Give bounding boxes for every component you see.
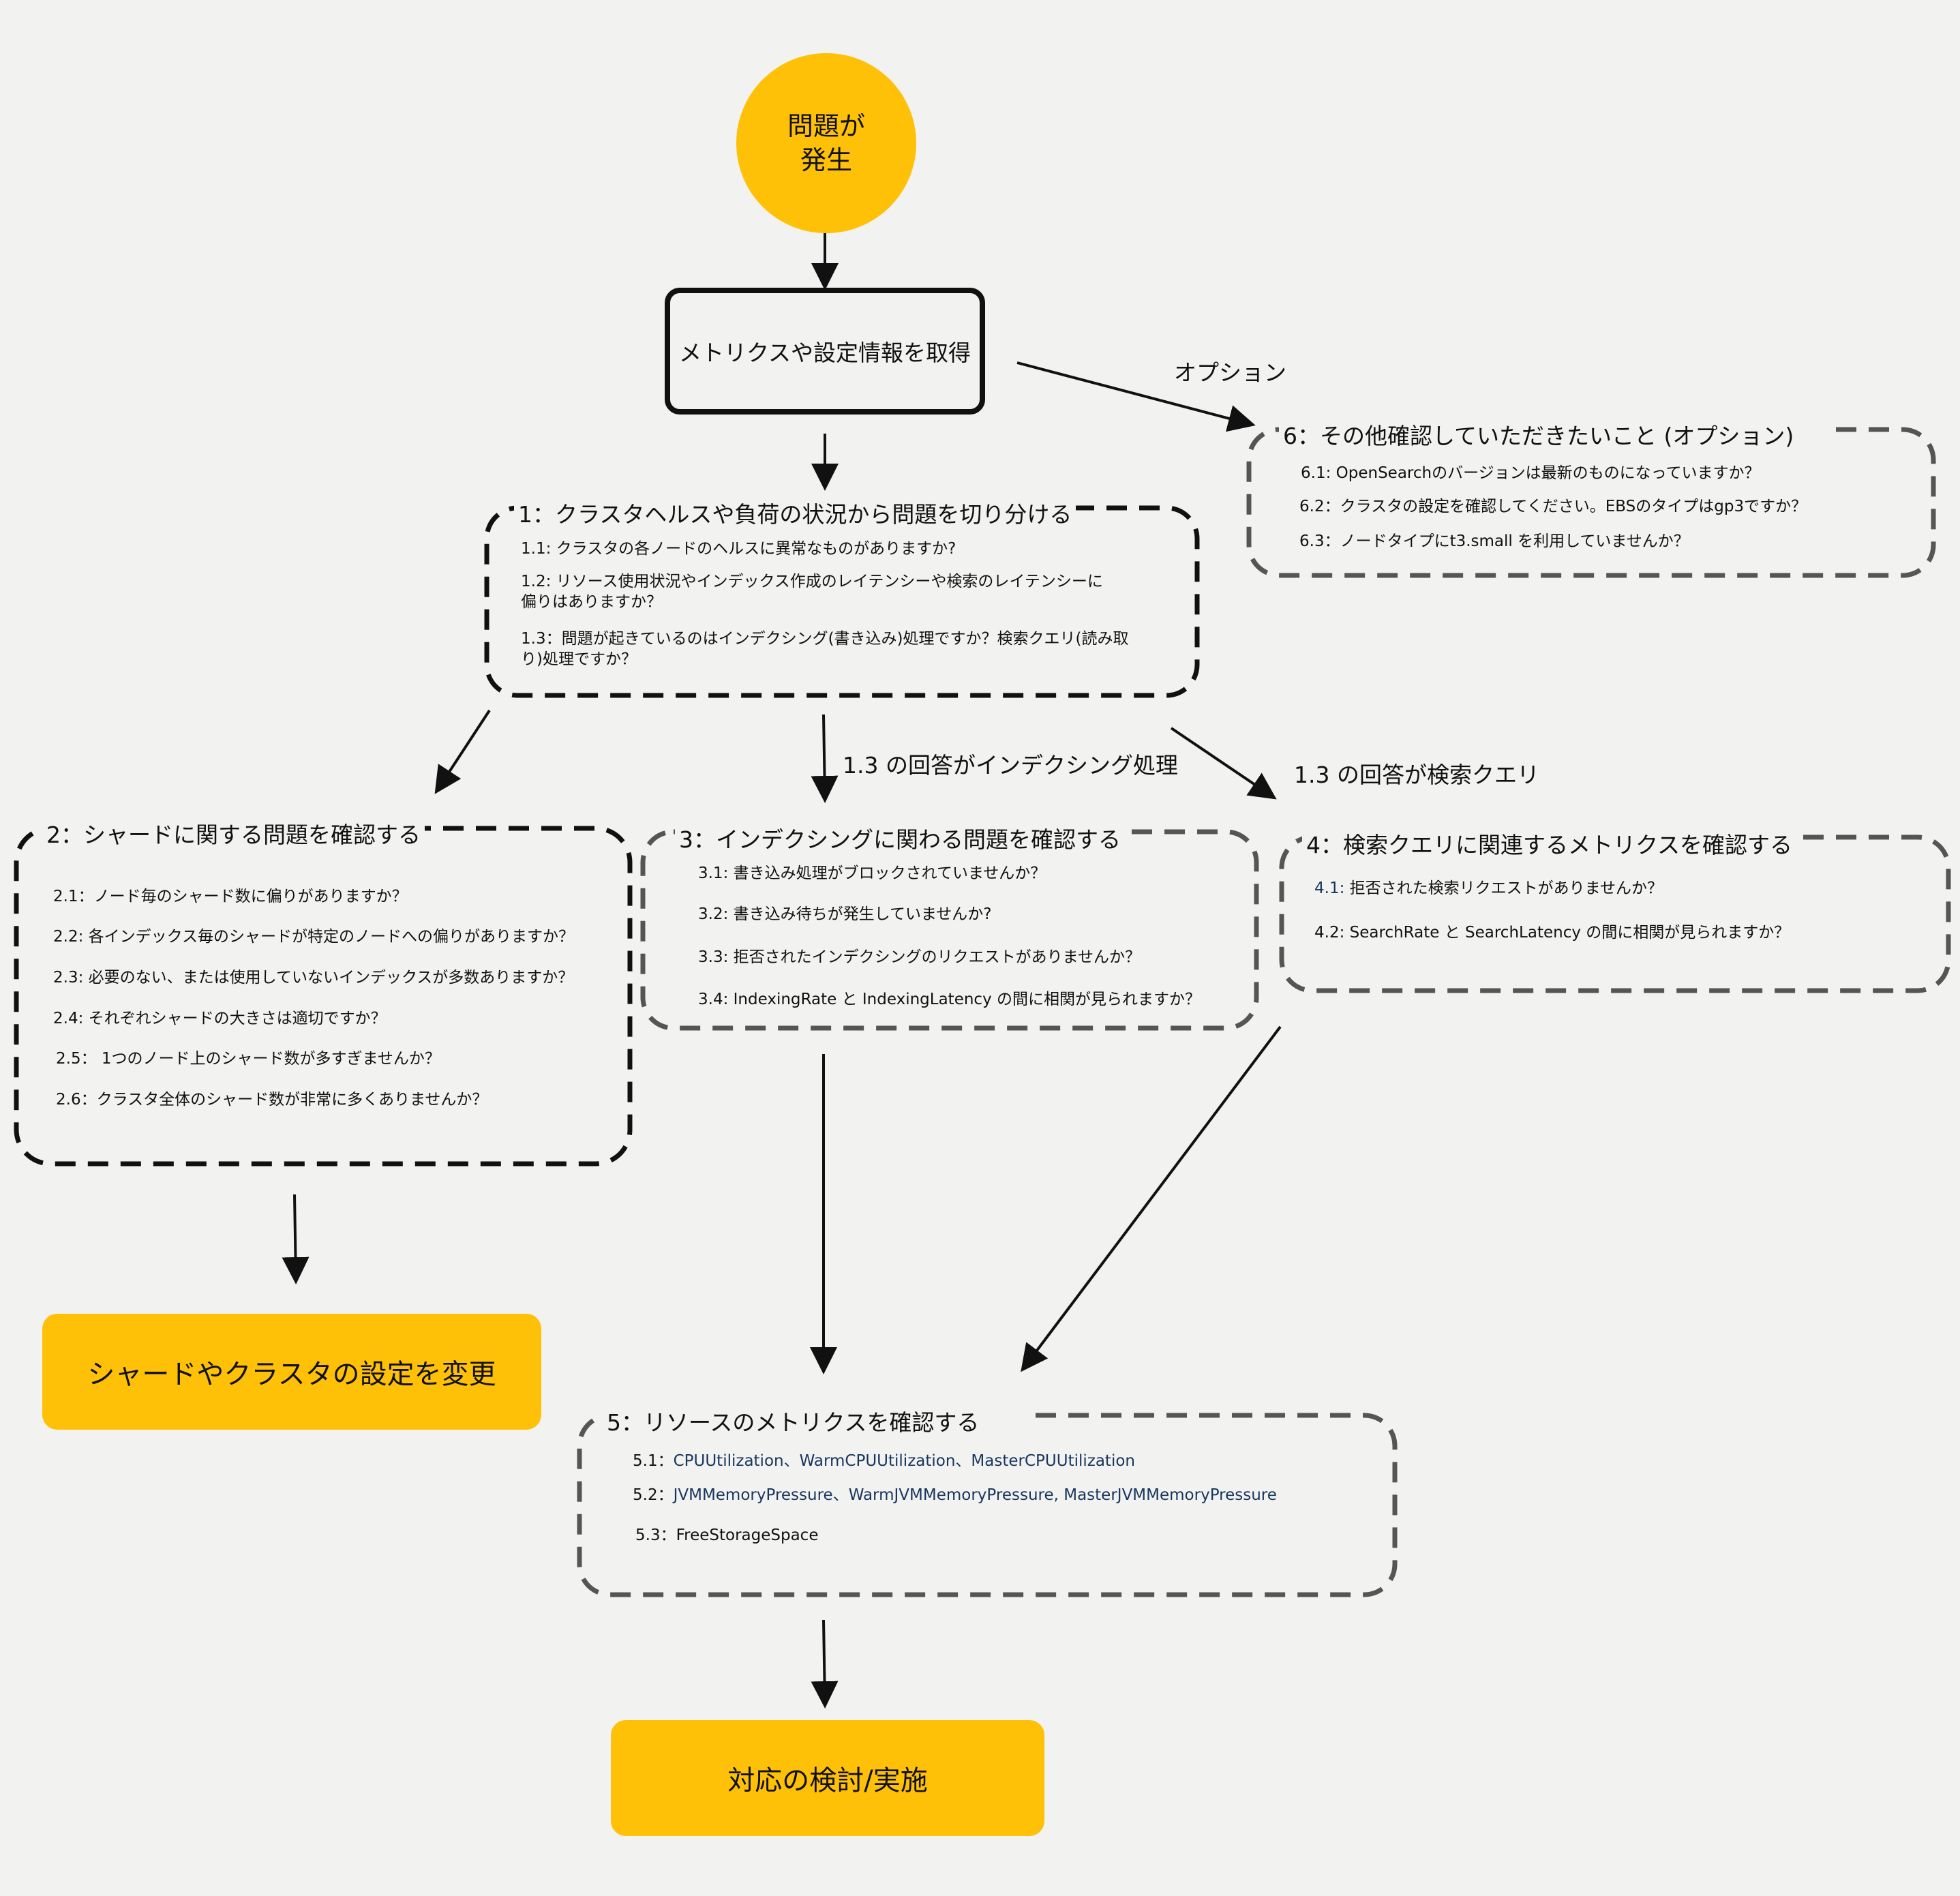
group2-item: 2.6：クラスタ全体のシャード数が非常に多くありませんか？ [56,1091,488,1109]
group2-item: 2.3: 必要のない、または使用していないインデックスが多数ありますか？ [53,969,574,987]
group4-border [1279,834,1951,993]
item-number: 5.2： [633,1486,674,1504]
item-text: JVMMemoryPressure、WarmJVMMemoryPressure,… [673,1486,1277,1504]
edge-label-option: オプション [1174,359,1286,386]
item-text: CPUUtilization、WarmCPUUtilization、Master… [673,1452,1135,1470]
item-number: 4.1: [1314,879,1345,897]
group3-item: 3.4: IndexingRate と IndexingLatency の間に相… [698,991,1201,1008]
group6-item: 6.3：ノードタイプにt3.small を利用していませんか？ [1299,532,1689,550]
final-action-node: 対応の検討/実施 [611,1720,1044,1836]
group1-item: 1.3：問題が起きているのはインデクシング(書き込み)処理ですか？検索クエリ(読… [521,630,1129,668]
item-text: FreeStorageSpace [676,1526,819,1544]
item-number: 5.1： [633,1452,674,1470]
group6-title: 6：その他確認していただきたいこと (オプション) [1279,418,1835,451]
arrow-group1-to-group3 [811,714,839,803]
arrow-group5-to-final [811,1619,839,1709]
arrow-group2-to-change [282,1194,310,1284]
get-metrics-label: メトリクスや設定情報を取得 [678,340,971,366]
group3-title: 3：インデクシングに関わる問題を確認する [675,822,1125,854]
group1-border [484,505,1200,698]
get-metrics-node: メトリクスや設定情報を取得 [665,288,985,415]
item-text: SearchRate と SearchLatency の間に相関が見られますか？ [1344,924,1790,942]
group4-title: 4：検索クエリに関連するメトリクスを確認する [1302,827,1797,860]
arrow-metrics-to-group6 [1016,361,1256,432]
change-settings-node: シャードやクラスタの設定を変更 [42,1314,541,1430]
final-action-label: 対応の検討/実施 [727,1765,928,1796]
group2-item: 2.5： 1つのノード上のシャード数が多すぎませんか？ [56,1050,440,1068]
group1-item: 1.2: リソース使用状況やインデックス作成のレイテンシーや検索のレイテンシーに… [521,573,1103,611]
group2-title: 2：シャードに関する問題を確認する [42,817,425,849]
group2-item: 2.2: 各インデックス毎のシャードが特定のノードへの偏りがありますか？ [53,928,574,946]
arrow-group1-to-group2 [434,709,491,794]
item-number: 5.3： [635,1526,676,1544]
group2-border [14,826,633,1167]
group1-item: 1.1: クラスタの各ノードのヘルスに異常なものがありますか? [521,540,956,558]
group1-title: 1：クラスタヘルスや負荷の状況から問題を切り分ける [514,496,1076,529]
arrow-group4-to-group5 [1021,1025,1282,1372]
group3-item: 3.1: 書き込み処理がブロックされていませんか？ [698,864,1046,882]
group2-item: 2.4: それぞれシャードの大きさは適切ですか？ [53,1010,387,1027]
group5-item: 5.1：CPUUtilization、WarmCPUUtilization、Ma… [633,1451,1135,1471]
edge-label-indexing: 1.3 の回答がインデクシング処理 [843,752,1178,779]
group3-item: 3.2: 書き込み待ちが発生していませんか? [698,905,992,923]
group6-item: 6.2：クラスタの設定を確認してください。EBSのタイプはgp3ですか？ [1299,498,1807,515]
change-settings-label: シャードやクラスタの設定を変更 [87,1359,496,1390]
group5-item: 5.3：FreeStorageSpace [635,1525,818,1546]
item-text: 拒否された検索リクエストがありませんか？ [1344,879,1663,897]
edge-label-search: 1.3 の回答が検索クエリ [1294,762,1539,788]
group5-item: 5.2：JVMMemoryPressure、WarmJVMMemoryPress… [633,1485,1277,1505]
group4-item: 4.1: 拒否された検索リクエストがありませんか？ [1314,878,1663,899]
group6-item: 6.1: OpenSearchのバージョンは最新のものになっていますか？ [1301,464,1760,482]
item-number: 4.2: [1314,924,1345,942]
start-node: 問題が 発生 [736,53,916,233]
arrow-group1-to-group4 [1170,727,1277,800]
group4-item: 4.2: SearchRate と SearchLatency の間に相関が見ら… [1314,922,1790,943]
group2-item: 2.1：ノード毎のシャード数に偏りがありますか？ [53,888,408,905]
group3-item: 3.3: 拒否されたインデクシングのリクエストがありませんか？ [698,948,1141,966]
group5-title: 5：リソースのメトリクスを確認する [603,1404,1027,1437]
